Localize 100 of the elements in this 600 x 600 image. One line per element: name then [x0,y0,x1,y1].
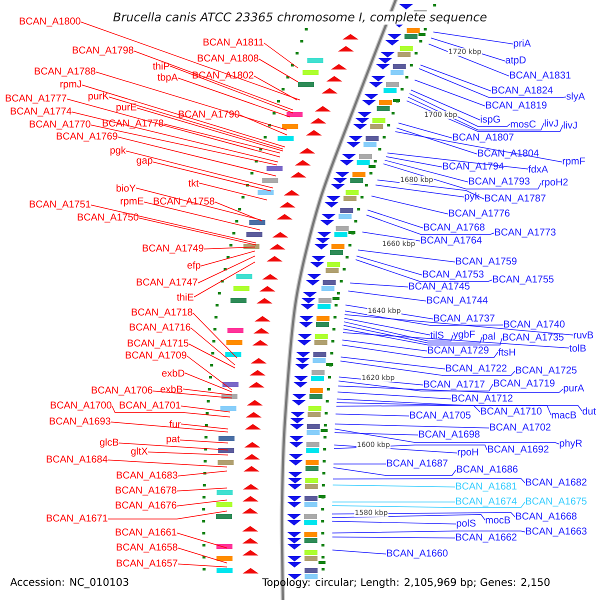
gene-label: BCAN_A1709 [126,352,186,360]
leader-line [408,96,544,130]
gene-label: BCAN_A1676 [116,502,176,510]
gene-label: BCAN_A1735 [503,334,564,342]
gene-label: BCAN_A1687 [387,460,448,468]
gene-label: BCAN_A1770 [30,120,90,130]
gene-label: purK [88,92,109,102]
leader-line [362,232,420,242]
gene-label: BCAN_A1740 [504,320,565,330]
gene-label: BCAN_A1668 [516,512,577,522]
leader-line [344,314,574,336]
gene-label: livJ [544,119,558,127]
gene-label: BCAN_A1794 [443,162,504,172]
leader-line [184,372,232,392]
gene-label: ygbF [453,330,475,340]
leader-line [342,340,428,352]
gene-label: BCAN_A1678 [116,486,176,496]
leader-line [152,390,232,398]
leader-line [332,536,456,538]
leader-line [108,510,228,520]
gene-label: BCAN_A1702 [490,424,550,432]
gene-label: rpoH2 [542,178,568,188]
gene-label: BCAN_A1798 [72,46,134,56]
leader-line [398,122,452,138]
leader-line [406,100,564,132]
gene-label: BCAN_A1657 [116,560,178,568]
gene-label: phyR [560,439,582,449]
leader-line [342,328,502,346]
gene-label: gap [136,158,152,166]
gene-label: BCAN_A1718 [132,308,192,318]
leader-line [240,114,288,136]
leader-line [144,202,260,230]
gene-label: BCAN_A1788 [34,68,96,76]
gene-label: rpmJ [60,80,82,90]
leader-line [108,460,228,468]
gene-label: thiP [152,62,170,70]
gene-label: polS [456,519,476,529]
gene-label: pyk [464,192,480,202]
gene-label: rpmF [562,158,585,166]
leader-line [134,50,294,110]
info-text: Topology: circular; Length: 2,105,969 bp; Genes: 2,150 [262,578,550,588]
leader-line [336,398,480,412]
gene-label: BCAN_A1774 [10,108,72,116]
gene-label: BCAN_A1759 [456,258,517,266]
gene-label: efp [187,261,200,271]
gene-label: BCAN_A1717 [424,380,484,390]
gene-label: BCAN_A1675 [526,498,587,506]
gene-label: BCAN_A1715 [128,340,188,348]
gene-label: BCAN_A1658 [116,544,178,552]
leader-line [383,163,542,190]
gene-label: BCAN_A1819 [486,102,547,110]
leader-line [200,250,256,266]
gene-label: BCAN_A1773 [495,228,556,238]
leader-line [342,344,498,358]
leader-line [386,156,442,168]
gene-label: ruvB [574,332,594,338]
info-text: Accession: NC_010103 [10,578,128,588]
gene-label: ftsH [498,348,516,356]
leader-line [420,64,492,92]
leader-line [336,402,552,416]
gene-label: BCAN_A1744 [427,296,488,306]
leader-line [344,318,430,336]
gene-label: gltX [131,447,148,457]
leader-line [371,196,448,214]
gene-label: BCAN_A1681 [456,482,516,492]
leader-line [90,124,278,166]
gene-label: BCAN_A1807 [453,134,514,142]
leader-line [180,424,228,430]
gene-label: purE [116,104,136,112]
leader-line [182,388,232,396]
leader-line [80,22,300,100]
gene-label: BCAN_A1683 [116,472,178,480]
leader-line [332,502,526,508]
leader-line [188,344,236,368]
gene-label: BCAN_A1808 [198,54,258,64]
leader-line [176,488,228,492]
gene-label: tolB [569,344,586,352]
leader-line [110,422,228,432]
gene-label: BCAN_A1800 [20,18,80,26]
gene-label: BCAN_A1684 [46,456,108,464]
gene-label: BCAN_A1768 [424,224,485,232]
gene-label: BCAN_A1712 [452,394,512,404]
gene-label: purA [564,384,584,394]
leader-line [332,478,526,484]
leader-line [180,440,228,444]
leader-line [118,442,228,450]
leader-line [355,259,492,282]
gene-label: dut [582,407,596,415]
leader-line [332,520,456,524]
gene-label: BCAN_A1700 [50,402,112,410]
gene-label: BCAN_A1662 [456,534,516,542]
leader-line [112,406,230,418]
gene-label: macB [552,412,576,418]
leader-line [254,76,298,100]
leader-line [334,424,490,428]
gene-label: BCAN_A1686 [457,466,518,474]
leader-line [152,162,272,192]
gene-label: BCAN_A1824 [492,86,553,96]
gene-label: BCAN_A1793 [469,178,530,186]
leader-line [377,180,484,200]
